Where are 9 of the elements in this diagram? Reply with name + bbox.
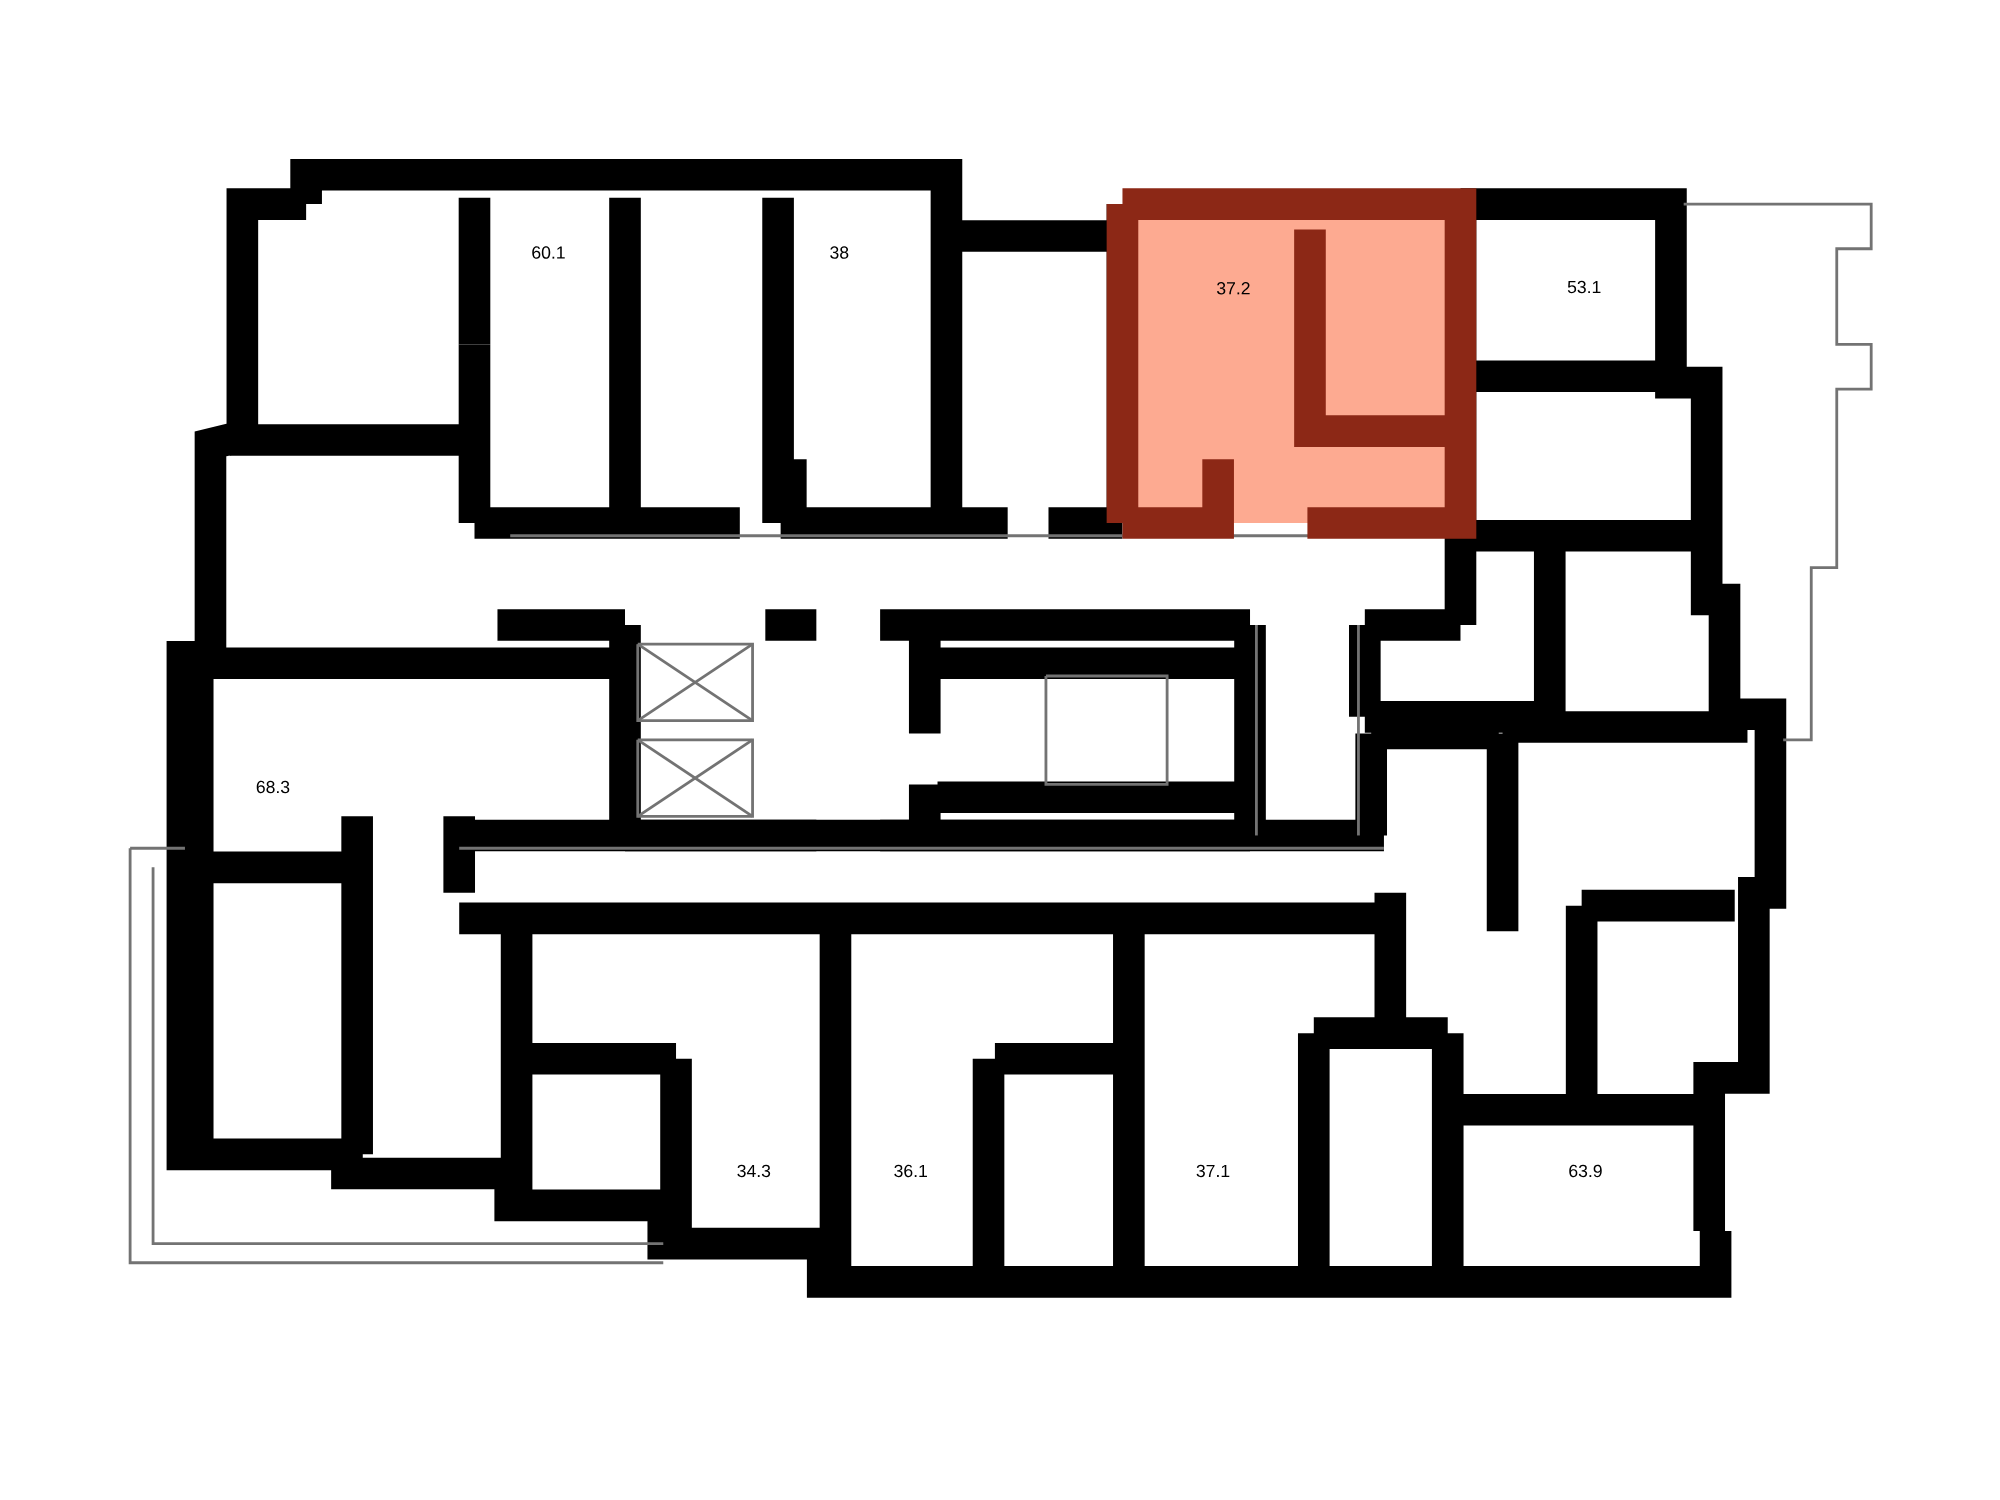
area-label: 37.1 <box>1196 1164 1230 1178</box>
highlighted-apartment: 37.2 <box>1106 188 1477 539</box>
area-label: 60.1 <box>532 246 565 259</box>
area-label: 36.1 <box>894 1164 927 1178</box>
area-label: 63.9 <box>1569 1164 1602 1178</box>
area-label: 34.3 <box>737 1164 771 1178</box>
area-label: 68.3 <box>256 780 290 794</box>
area-label: 53.1 <box>1567 280 1601 294</box>
area-label: 38 <box>830 246 849 259</box>
